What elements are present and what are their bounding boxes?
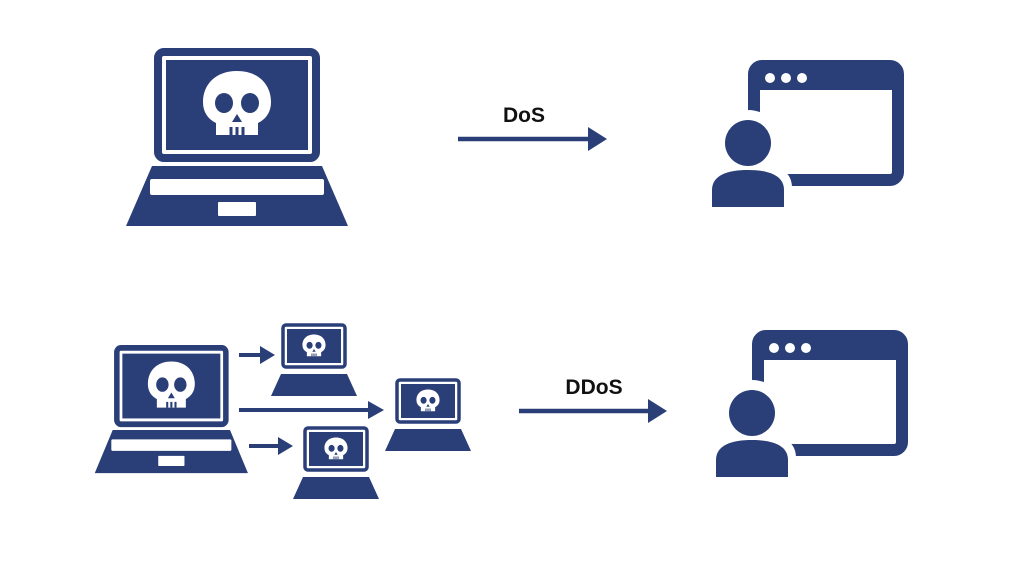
ddos-bot-laptop-1 <box>271 325 357 396</box>
ddos-bot-laptop-2 <box>385 380 471 451</box>
ddos-bot-arrow-top <box>239 346 275 364</box>
ddos-controller-laptop <box>95 348 248 473</box>
ddos-label: DDoS <box>565 376 622 399</box>
small-laptop-skull-icon <box>293 428 379 499</box>
ddos-bot-laptop-3 <box>293 428 379 499</box>
dos-target <box>704 66 898 207</box>
user-browser-icon <box>704 66 898 207</box>
dos-arrow <box>458 127 607 151</box>
dos-label: DoS <box>503 104 545 127</box>
dos-attacker-laptop <box>126 52 348 226</box>
ddos-bot-arrow-middle <box>239 401 384 419</box>
ddos-bot-arrow-bottom <box>249 437 293 455</box>
ddos-arrow <box>519 399 667 423</box>
laptop-skull-icon <box>95 348 248 473</box>
user-browser-icon <box>708 336 902 477</box>
laptop-skull-icon <box>126 52 348 226</box>
small-laptop-skull-icon <box>271 325 357 396</box>
ddos-target <box>708 336 902 477</box>
small-laptop-skull-icon <box>385 380 471 451</box>
